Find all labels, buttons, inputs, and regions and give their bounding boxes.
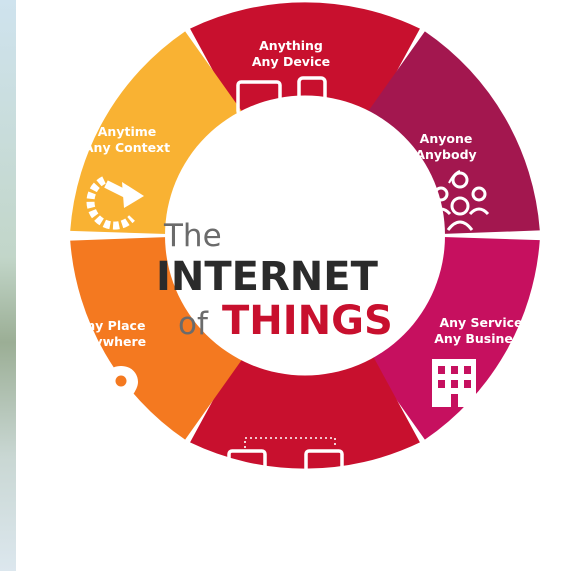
people-icon: [430, 170, 490, 231]
center-title-of: of: [178, 306, 209, 342]
segment-anything-label-2: Any Device: [252, 54, 330, 69]
building-icon: [432, 359, 476, 407]
refresh-arrow-icon: [86, 176, 144, 230]
segment-any-path-label-2: Any Network: [243, 523, 334, 538]
segment-anything-label-1: Anything: [259, 38, 323, 53]
devices-icon: [236, 76, 327, 124]
segment-any-place: [70, 236, 253, 440]
segment-anytime: [70, 31, 253, 235]
segment-anyone-label-1: Anyone: [420, 131, 473, 146]
segment-any-service: [357, 236, 540, 440]
center-title-the: The: [163, 218, 222, 254]
segment-any-path: [190, 336, 420, 469]
background-strip: [0, 0, 16, 571]
network-icon: [227, 437, 344, 487]
segment-anytime-label-2: Any Context: [84, 140, 170, 155]
segment-anyone: [357, 31, 540, 235]
segment-any-service-label-2: Any Business: [434, 331, 527, 346]
segment-any-place-label-2: Anywhere: [76, 334, 146, 349]
segment-any-service-label-1: Any Service: [439, 315, 522, 330]
location-pin-icon: [99, 366, 143, 418]
segment-anything: [190, 2, 420, 135]
center-circle: [165, 95, 445, 376]
segment-anyone-label-2: Anybody: [415, 147, 476, 162]
center-title-internet: INTERNET: [156, 254, 379, 300]
segment-anytime-label-1: Anytime: [98, 124, 156, 139]
segment-any-path-label-1: Any Path: [256, 507, 319, 522]
segment-any-place-label-1: Any Place: [77, 318, 146, 333]
center-title-things: THINGS: [222, 298, 393, 344]
